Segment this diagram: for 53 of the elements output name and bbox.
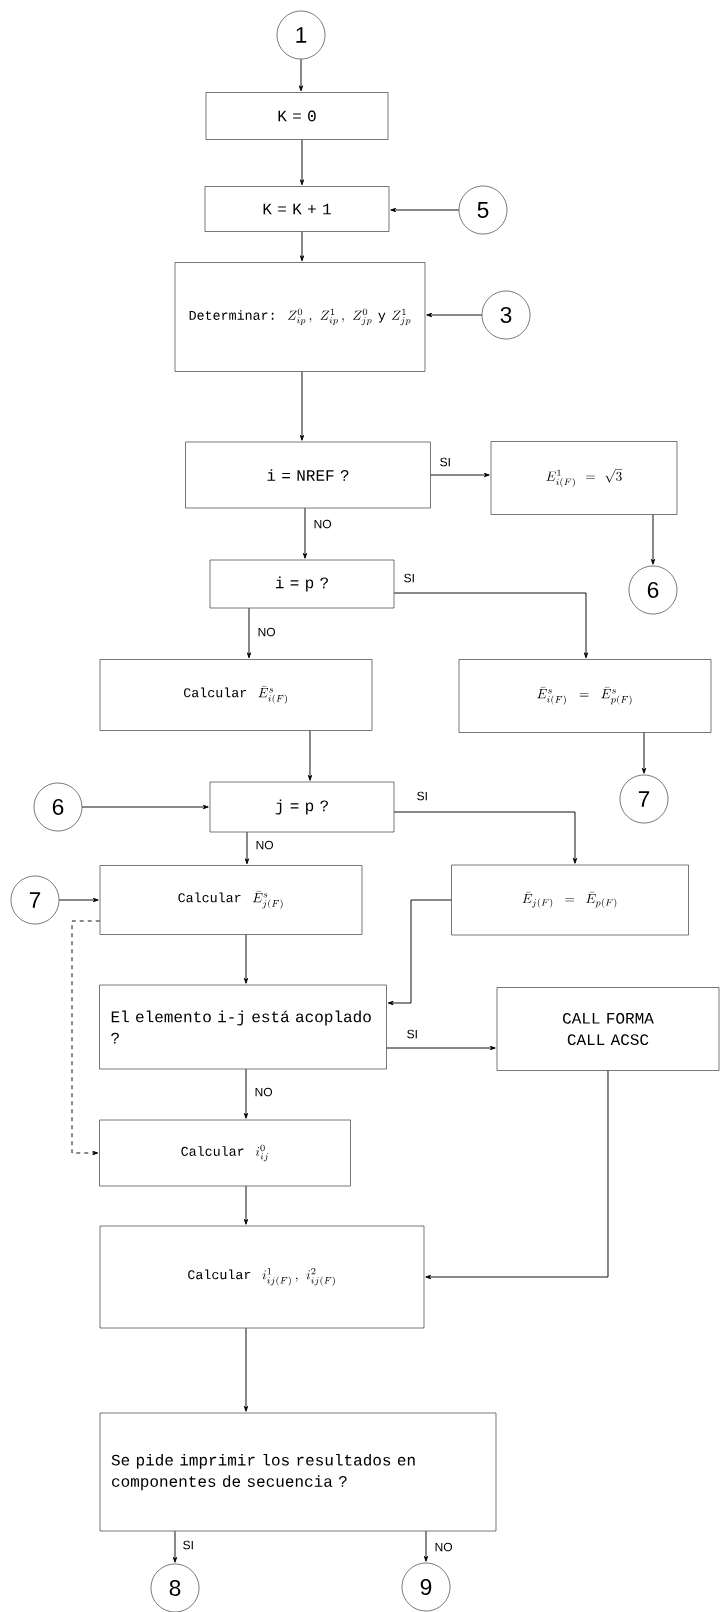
arrow (243, 934, 249, 984)
process-box: $\text{Calcular}\ \ i^{1}_{ij(F)}\,,\ i^{2}_{ij(F)}$ (99, 1225, 425, 1329)
edge-label: SI (405, 1028, 420, 1040)
arrow (386, 1045, 496, 1051)
arrow (302, 507, 308, 559)
decision-box: i = NREF ? (185, 441, 431, 509)
edge-label: SI (415, 790, 430, 802)
process-box: $\text{Determinar:}\ \ Z^{0}_{ip}\,,\ Z^{1}_{ip}\,,\ Z^{0}_{jp}\ \text{y}\ Z^{1}_{jp}$ (174, 262, 426, 372)
arrow (390, 207, 460, 213)
arrow (393, 592, 589, 659)
process-box: $\text{Calcular}\ \ \bar{E}^{s}_{i(F)}$ (99, 659, 373, 731)
arrow (243, 1185, 249, 1225)
process-box: $\text{Calcular}\ \ i^{0}_{ij}$ (99, 1119, 351, 1187)
decision-box: j = p ? (209, 781, 395, 833)
process-box: $\bar{E}_{j(F)} = \bar{E}_{p(F)}$ (451, 864, 689, 936)
arrow (243, 1068, 249, 1119)
process-box: $\text{Calcular}\ \ \bar{E}^{s}_{j(F)}$ (99, 865, 363, 935)
arrow (299, 371, 305, 441)
arrow (423, 1530, 429, 1562)
decision-box: El elemento i-j está acoplado ? (99, 984, 387, 1070)
arrow (243, 1327, 249, 1412)
arrow (650, 514, 656, 565)
arrow (298, 58, 304, 92)
process-box: K = 0 (205, 92, 389, 140)
arrow (172, 1530, 178, 1563)
arrow (81, 804, 209, 810)
process-box: K = K + 1 (204, 186, 390, 232)
decision-box: Se pide imprimir los resultados en componentes de secuencia ? (99, 1412, 497, 1532)
decision-box: i = p ? (209, 559, 395, 609)
arrow (425, 1070, 609, 1280)
arrow (641, 732, 647, 774)
arrow (299, 139, 305, 186)
arrow (71, 920, 101, 1156)
arrow (387, 899, 452, 1006)
edge-label: NO (312, 518, 333, 530)
edge-label: SI (181, 1539, 196, 1551)
process-box: $\bar{E}^{s}_{i(F)} = \bar{E}^{s}_{p(F)}$ (458, 659, 712, 733)
arrow (393, 811, 578, 864)
edge-label: NO (433, 1541, 454, 1553)
arrow (426, 312, 483, 318)
arrow (430, 472, 490, 478)
arrow (244, 831, 250, 865)
edge-label: NO (253, 1086, 274, 1098)
arrow (307, 730, 313, 781)
process-box: CALL FORMA CALL ACSC (496, 987, 720, 1071)
arrow (299, 231, 305, 262)
arrow (58, 897, 99, 903)
arrow (246, 607, 252, 659)
edge-label: NO (256, 626, 277, 638)
process-box: $E^{1}_{i(F)} = \sqrt{3}$ (490, 441, 678, 515)
edge-label: NO (254, 839, 275, 851)
edge-label: SI (438, 456, 453, 468)
edge-label: SI (402, 572, 417, 584)
